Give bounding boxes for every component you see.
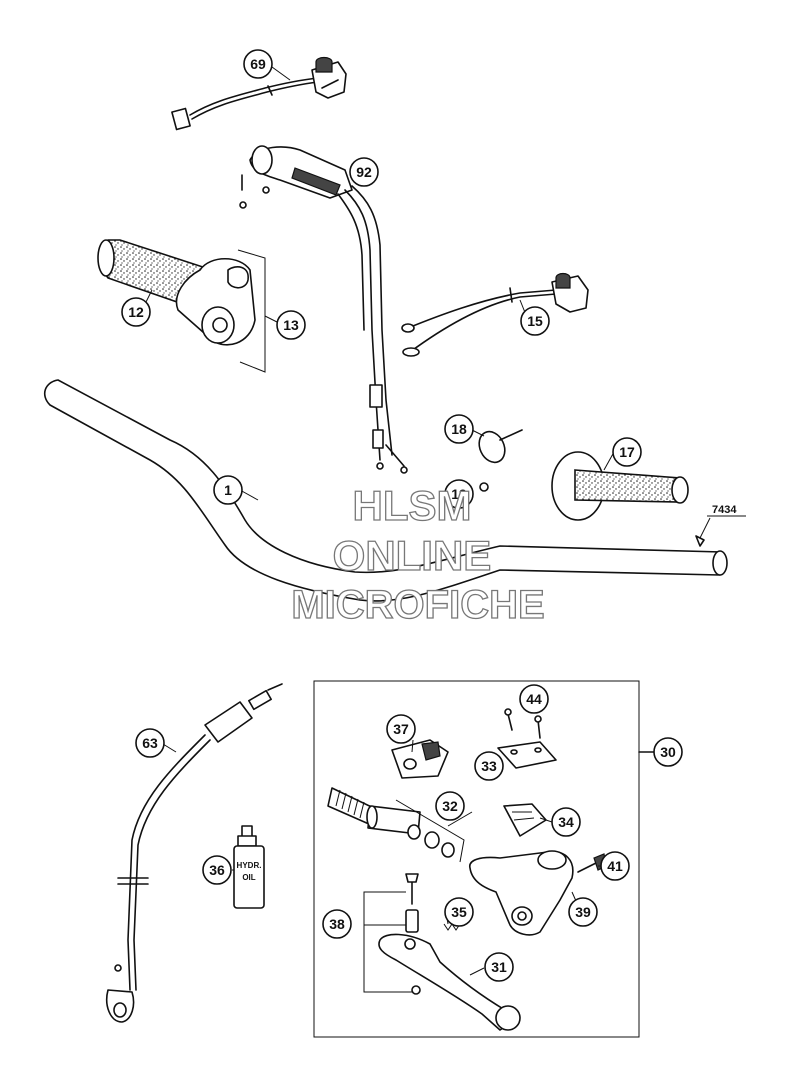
callout-35[interactable]: 35 [444,897,474,927]
callout-63[interactable]: 63 [135,728,165,758]
svg-text:92: 92 [356,164,372,180]
svg-text:63: 63 [142,735,158,751]
svg-text:MICROFICHE: MICROFICHE [291,583,544,627]
svg-text:17: 17 [619,444,635,460]
throttle-cable-part [239,145,408,474]
callout-1[interactable]: 1 [213,475,243,505]
svg-text:1: 1 [224,482,232,498]
callout-30[interactable]: 30 [653,737,683,767]
callout-39[interactable]: 39 [568,897,598,927]
reference-number: 7434 [712,504,737,516]
svg-text:69: 69 [250,56,266,72]
callout-31[interactable]: 31 [484,952,514,982]
svg-text:35: 35 [451,904,467,920]
svg-text:12: 12 [128,304,144,320]
svg-text:19: 19 [451,486,467,502]
callout-13[interactable]: 13 [276,310,306,340]
callout-36[interactable]: 36 [202,855,232,885]
left-grip-part [551,451,689,521]
svg-text:44: 44 [526,691,542,707]
brake-master-cylinder-parts [327,708,607,1031]
svg-text:34: 34 [558,814,574,830]
svg-text:32: 32 [442,798,458,814]
callout-32[interactable]: 32 [435,791,465,821]
svg-text:37: 37 [393,721,409,737]
svg-text:13: 13 [283,317,299,333]
callout-44[interactable]: 44 [519,684,549,714]
svg-text:30: 30 [660,744,676,760]
handlebar-part [43,379,728,602]
callout-41[interactable]: 41 [600,851,630,881]
callout-19[interactable]: 19 [444,479,474,509]
throttle-grip-part [97,239,266,373]
callout-12[interactable]: 12 [121,297,151,327]
svg-text:15: 15 [527,313,543,329]
callout-15[interactable]: 15 [520,306,550,336]
handlebar-switch-part [401,272,589,357]
callout-34[interactable]: 34 [551,807,581,837]
watermark: HLSM ONLINE MICROFICHE [291,481,546,627]
svg-text:ONLINE: ONLINE [333,532,492,579]
clamp-part [478,429,523,492]
callout-38[interactable]: 38 [322,909,352,939]
callout-18[interactable]: 18 [444,414,474,444]
kit-frame [313,680,640,1038]
svg-text:36: 36 [209,862,225,878]
svg-text:31: 31 [491,959,507,975]
kill-switch-part [171,56,347,131]
svg-text:HLSM: HLSM [353,482,472,529]
oil-label-line2: OIL [242,873,255,882]
brake-hose-part [106,683,283,1023]
callout-33[interactable]: 33 [474,751,504,781]
hydraulic-oil-part: HYDR. OIL [233,825,265,909]
oil-label-line1: HYDR. [237,861,262,870]
callout-69[interactable]: 69 [243,49,273,79]
svg-text:38: 38 [329,916,345,932]
svg-text:41: 41 [607,858,623,874]
svg-text:39: 39 [575,904,591,920]
callout-92[interactable]: 92 [349,157,379,187]
svg-text:33: 33 [481,758,497,774]
callout-37[interactable]: 37 [386,714,416,744]
callout-17[interactable]: 17 [612,437,642,467]
svg-text:18: 18 [451,421,467,437]
